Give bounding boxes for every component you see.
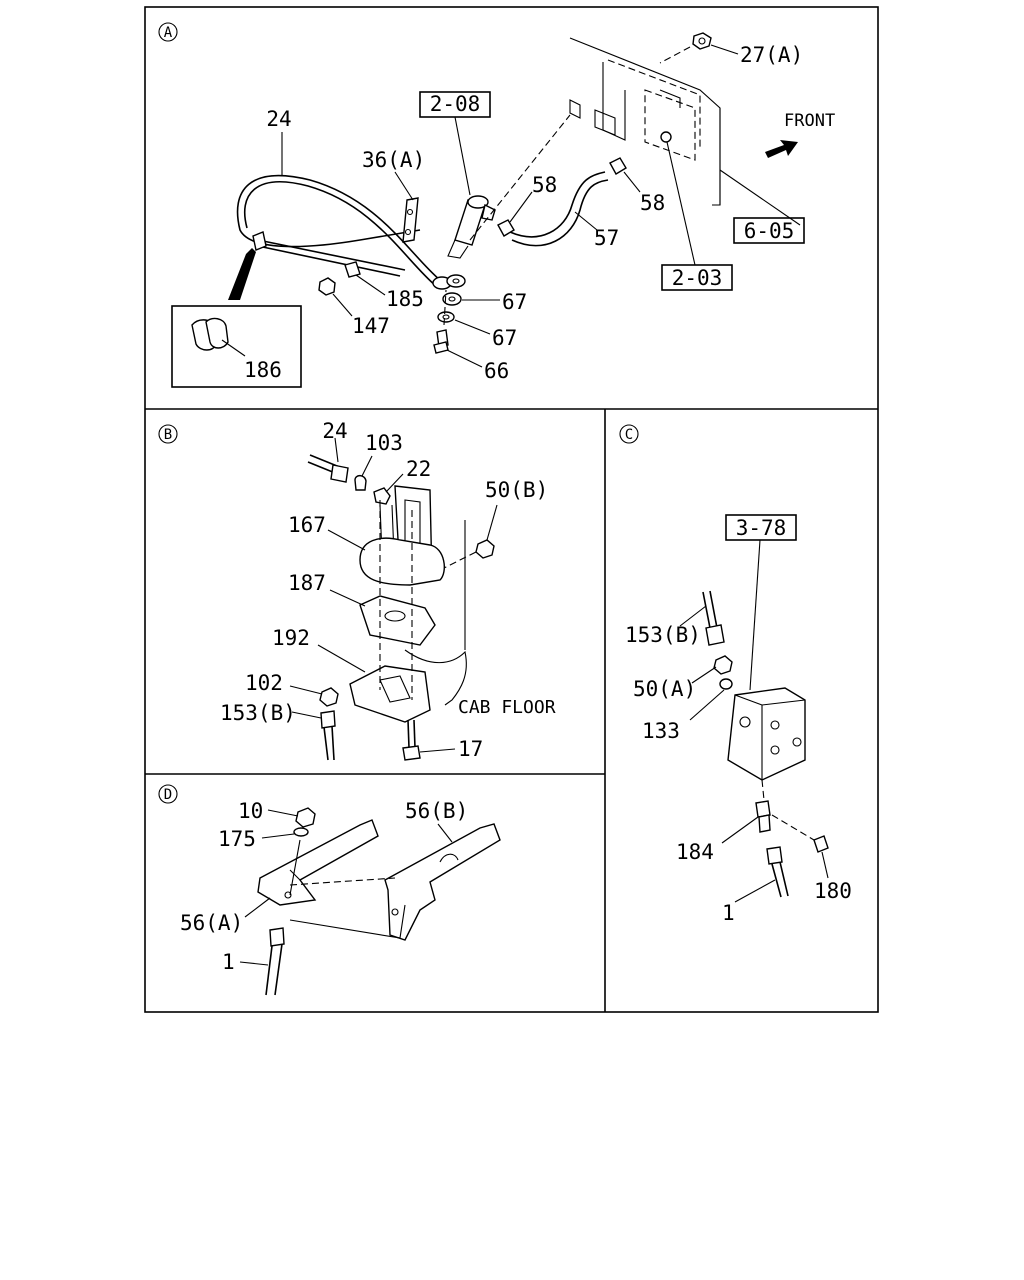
cable-24-icon [236,174,452,290]
label-175: 175 [218,827,256,851]
label-192: 192 [272,626,310,650]
ref-box-2-03: 2-03 [661,264,733,291]
diagram-frames [144,6,879,1013]
label-58-right: 58 [640,191,665,215]
fitting-184-icon [755,800,771,833]
label-185: 185 [386,287,424,311]
label-184: 184 [676,840,714,864]
section-b-marker: B [164,427,172,443]
label-front: FRONT [784,111,835,131]
label-17: 17 [458,737,483,761]
plug-180-icon [813,835,829,853]
label-58-left: 58 [532,173,557,197]
label-66: 66 [484,359,509,383]
nut-50a-icon [713,655,733,675]
clamp-58-right-icon [609,157,627,175]
bracket-56a-icon [257,819,379,906]
washer-67-mid-icon [442,292,462,306]
bracket-56b-icon [384,823,501,941]
label-167: 167 [288,513,326,537]
ref-box-3-78: 3-78 [725,514,797,541]
bolt-153b-c-icon [702,590,725,646]
label-1-d: 1 [222,950,235,974]
bolt-153b-b-icon [320,710,336,761]
cable-end-24-icon [307,454,349,483]
section-a: A 27(A) FRONT 2-08 [158,22,835,388]
label-153b-c: 153(B) [625,623,701,647]
label-1-c: 1 [722,901,735,925]
label-56b: 56(B) [405,799,468,823]
leader-wedge [228,248,256,300]
bolt-1-c-icon [766,846,789,898]
section-b: B 24 103 22 50(B) 167 [158,419,556,761]
section-c-marker: C [625,427,633,443]
label-cab-floor: CAB FLOOR [458,697,556,718]
washer-175-icon [293,827,309,837]
label-27a: 27(A) [740,43,803,67]
label-186: 186 [244,358,282,382]
bracket-36a-icon [402,197,419,243]
label-133: 133 [642,719,680,743]
nut-10-icon [295,807,316,828]
label-56a: 56(A) [180,911,243,935]
bolt-1-d-icon [265,927,285,996]
label-102: 102 [245,671,283,695]
ref-2-03: 2-03 [672,266,723,290]
section-a-marker: A [164,25,173,41]
label-153b-b: 153(B) [220,701,296,725]
label-36a: 36(A) [362,148,425,172]
section-d-marker: D [164,787,172,803]
ref-box-2-08: 2-08 [419,91,491,118]
label-24-a: 24 [266,107,291,131]
bracket-box-icon [727,687,806,781]
section-c: C 3-78 153(B) 50(A) 133 [619,424,852,925]
hose-57-icon [509,171,609,247]
section-d: D 10 175 56(A) 56(B) [158,784,501,996]
nut-27a-icon [692,32,712,50]
clip-185-icon [344,261,361,278]
ref-6-05: 6-05 [744,219,795,243]
inset-186: 186 [171,305,302,388]
washer-133-icon [719,678,733,690]
boot-167-icon [359,537,446,586]
label-22: 22 [406,457,431,481]
label-180: 180 [814,879,852,903]
bolt-66-icon [433,329,449,354]
cylinder-icon [447,195,496,259]
label-67-top: 67 [502,290,527,314]
front-arrow-icon [765,140,798,158]
label-24-b: 24 [322,419,347,443]
cab-panel [569,37,801,226]
label-187: 187 [288,571,326,595]
label-147: 147 [352,314,390,338]
base-192-icon [349,665,431,723]
label-57: 57 [594,226,619,250]
ref-box-6-05: 6-05 [733,217,805,244]
label-103: 103 [365,431,403,455]
washer-67-top-icon [446,274,466,288]
nut-102-icon [319,687,339,707]
nut-147-icon [318,277,336,296]
bolt-17-icon [402,719,421,761]
ref-3-78: 3-78 [736,516,787,540]
clip-103-icon [354,474,367,491]
washer-67-low-icon [437,311,455,323]
label-50b: 50(B) [485,478,548,502]
nut-50b-icon [475,539,495,559]
label-10: 10 [238,799,263,823]
ref-2-08: 2-08 [430,92,481,116]
label-67-bottom: 67 [492,326,517,350]
label-50a: 50(A) [633,677,696,701]
clamp-58-left-icon [497,219,515,237]
